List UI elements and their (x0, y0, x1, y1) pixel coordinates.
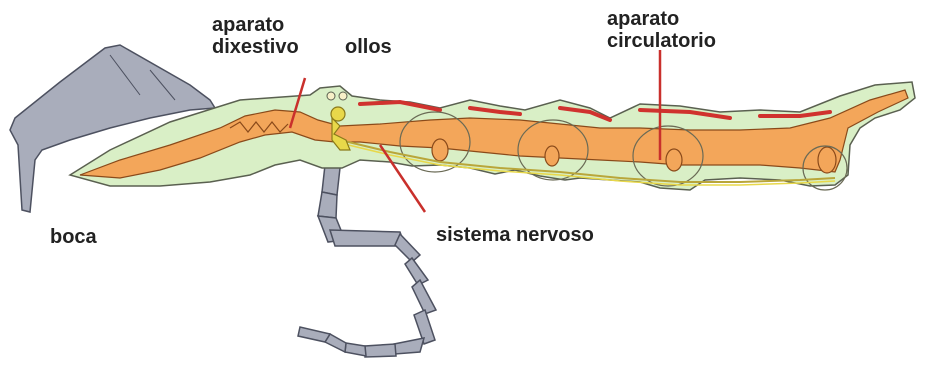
label-digestive-line1: aparato (212, 14, 299, 36)
antenna (298, 165, 436, 357)
label-circulatory: aparato circulatorio (607, 8, 716, 52)
label-digestive-line2: dixestivo (212, 36, 299, 58)
label-circulatory-line2: circulatorio (607, 30, 716, 52)
label-digestive: aparato dixestivo (212, 14, 299, 58)
label-circulatory-line1: aparato (607, 8, 716, 30)
label-eyes: ollos (345, 36, 392, 58)
label-nervous: sistema nervoso (436, 224, 594, 246)
label-mouth: boca (50, 226, 97, 248)
